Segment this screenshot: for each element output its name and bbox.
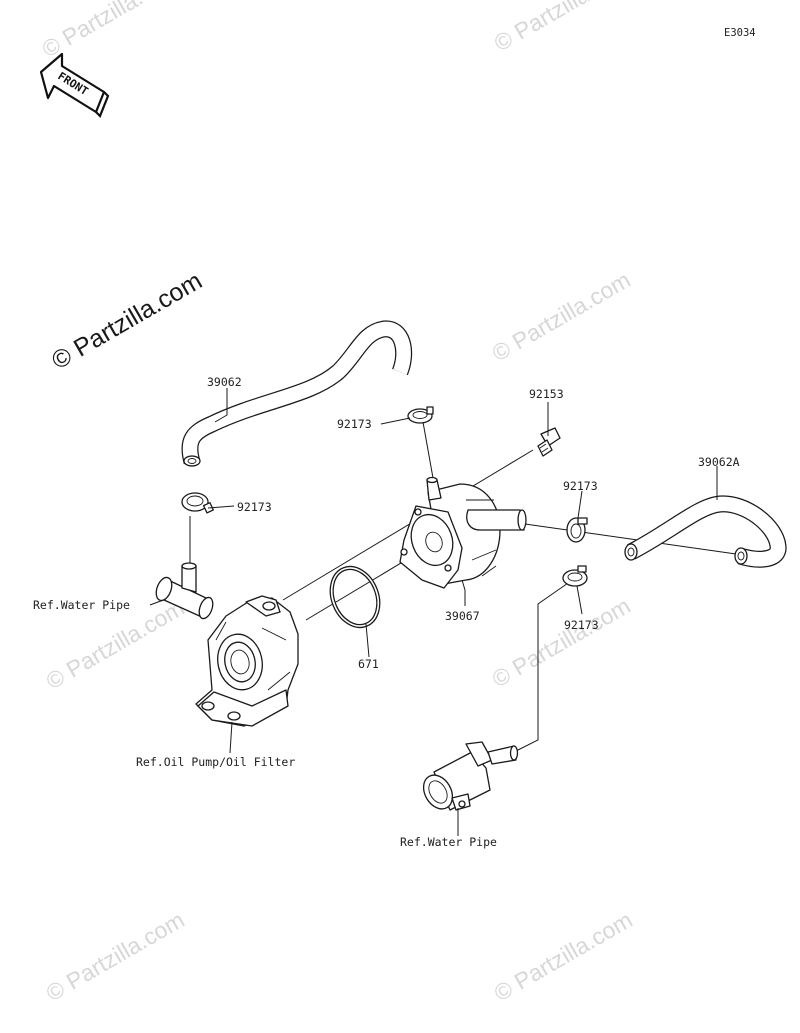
label-hose-upper: 39062 bbox=[207, 375, 242, 389]
hose-clamp-icon bbox=[407, 406, 434, 424]
label-clamp-right-upper: 92173 bbox=[563, 479, 598, 493]
label-bolt: 92153 bbox=[529, 387, 564, 401]
hose-clamp-icon bbox=[566, 517, 588, 543]
watermark: © Partzilla.com bbox=[38, 0, 185, 62]
watermark: © Partzilla.com bbox=[488, 592, 635, 692]
diagram-code: E3034 bbox=[724, 27, 756, 39]
label-ref-oil-pump: Ref.Oil Pump/Oil Filter bbox=[136, 755, 295, 769]
watermark: © Partzilla.com bbox=[490, 0, 637, 56]
label-oil-cooler: 39067 bbox=[445, 609, 480, 623]
guide-lines bbox=[189, 421, 737, 753]
coolant-hose-upper bbox=[181, 320, 413, 467]
label-o-ring: 671 bbox=[358, 657, 379, 671]
bolt-icon bbox=[537, 427, 561, 457]
label-clamp-right-lower: 92173 bbox=[564, 618, 599, 632]
label-clamp-upper-left: 92173 bbox=[237, 500, 272, 514]
label-ref-water-pipe-left: Ref.Water Pipe bbox=[33, 598, 130, 612]
brand-watermark: © Partzilla.com bbox=[47, 267, 207, 375]
watermark: © Partzilla.com bbox=[488, 266, 635, 366]
label-clamp-upper-mid: 92173 bbox=[337, 417, 372, 431]
label-hose-right: 39062A bbox=[698, 455, 740, 469]
leader-lines bbox=[149, 388, 718, 836]
coolant-hose-right bbox=[624, 495, 787, 568]
water-pipe-fitting-bottom bbox=[422, 741, 519, 811]
o-ring-icon bbox=[329, 565, 381, 629]
label-ref-water-pipe-bottom: Ref.Water Pipe bbox=[400, 835, 497, 849]
water-pipe-fitting-left bbox=[155, 562, 214, 620]
hose-clamp-icon bbox=[181, 492, 214, 514]
oil-cooler bbox=[399, 476, 527, 589]
watermark-layer: © Partzilla.com © Partzilla.com © Partzi… bbox=[38, 0, 637, 1006]
oil-pump-housing bbox=[195, 595, 299, 727]
hose-clamp-icon bbox=[562, 565, 588, 587]
watermark: © Partzilla.com bbox=[490, 906, 637, 1006]
watermark: © Partzilla.com bbox=[42, 906, 189, 1006]
callout-labels: 39062 92173 92173 92153 39062A 92173 921… bbox=[33, 375, 740, 849]
front-arrow-icon: FRONT bbox=[39, 52, 110, 118]
